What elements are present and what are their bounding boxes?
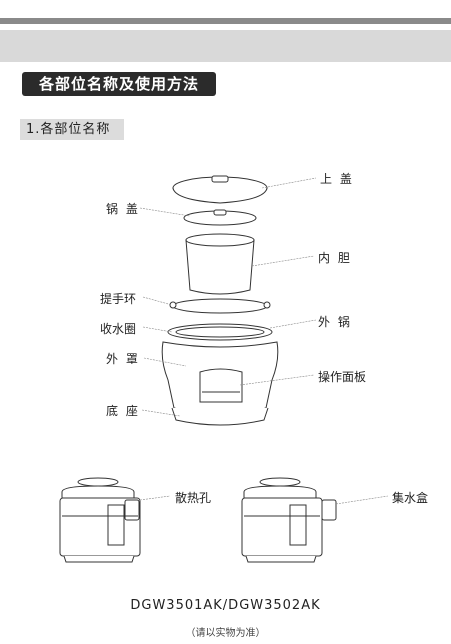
top-rule xyxy=(0,18,451,24)
inner-pot-drawing xyxy=(185,239,255,295)
subsection-title: 1.各部位名称 xyxy=(20,119,124,140)
cooker-right-drawing xyxy=(259,477,301,487)
label-inner-pot: 内 胆 xyxy=(318,251,352,265)
section-title: 各部位名称及使用方法 xyxy=(22,72,216,96)
label-control-panel: 操作面板 xyxy=(318,370,367,384)
label-outer-cover: 外 罩 xyxy=(106,352,140,366)
label-upper-lid: 上 盖 xyxy=(320,172,354,186)
label-pot-lid: 锅 盖 xyxy=(106,202,140,216)
header-band xyxy=(0,30,451,62)
handle-ring-drawing xyxy=(172,298,268,314)
label-water-ring: 收水圈 xyxy=(100,322,137,336)
cooker-left-drawing xyxy=(77,477,119,487)
model-number: DGW3501AK/DGW3502AK xyxy=(130,598,321,613)
label-base: 底 座 xyxy=(106,404,140,418)
label-outer-pot: 外 锅 xyxy=(318,315,352,329)
control-panel-drawing xyxy=(199,368,243,403)
label-vent: 散热孔 xyxy=(175,491,212,505)
label-water-box: 集水盒 xyxy=(392,491,429,505)
footnote: （请以实物为准） xyxy=(185,628,266,639)
label-handle-ring: 提手环 xyxy=(100,292,137,306)
